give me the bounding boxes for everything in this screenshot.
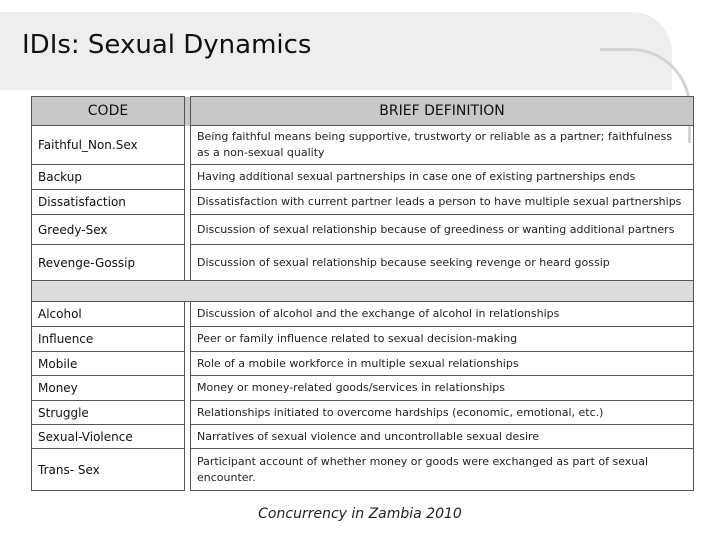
definition-cell: Discussion of sexual relationship becaus… <box>190 244 694 281</box>
code-cell: Dissatisfaction <box>31 189 185 215</box>
code-cell: Trans- Sex <box>31 448 185 491</box>
code-column-header: CODE <box>31 96 185 126</box>
code-cell: Sexual-Violence <box>31 424 185 449</box>
definition-cell: Money or money-related goods/services in… <box>190 375 694 401</box>
separator-cell <box>31 280 694 302</box>
code-cell: Revenge-Gossip <box>31 244 185 281</box>
code-cell: Greedy-Sex <box>31 214 185 245</box>
footer-citation: Concurrency in Zambia 2010 <box>258 506 462 522</box>
slide-title: IDIs: Sexual Dynamics <box>22 30 312 60</box>
definition-cell: Peer or family influence related to sexu… <box>190 326 694 352</box>
definition-cell: Relationships initiated to overcome hard… <box>190 400 694 425</box>
code-cell: Struggle <box>31 400 185 425</box>
table-separator <box>31 280 694 302</box>
definition-cell: Having additional sexual partnerships in… <box>190 164 694 190</box>
banner-decoration <box>600 48 691 143</box>
table-header-row: CODE BRIEF DEFINITION <box>31 96 694 126</box>
code-cell: Influence <box>31 326 185 352</box>
definition-cell: Discussion of sexual relationship becaus… <box>190 214 694 245</box>
definition-cell: Narratives of sexual violence and uncont… <box>190 424 694 449</box>
code-cell: Mobile <box>31 351 185 376</box>
definition-cell: Participant account of whether money or … <box>190 448 694 491</box>
title-banner <box>0 12 672 90</box>
code-cell: Backup <box>31 164 185 190</box>
code-cell: Alcohol <box>31 301 185 327</box>
code-cell: Money <box>31 375 185 401</box>
definition-cell: Being faithful means being supportive, t… <box>190 125 694 165</box>
definition-cell: Role of a mobile workforce in multiple s… <box>190 351 694 376</box>
code-cell: Faithful_Non.Sex <box>31 125 185 165</box>
separator-row <box>31 280 694 302</box>
definition-cell: Discussion of alcohol and the exchange o… <box>190 301 694 327</box>
definition-column-header: BRIEF DEFINITION <box>190 96 694 126</box>
definition-cell: Dissatisfaction with current partner lea… <box>190 189 694 215</box>
